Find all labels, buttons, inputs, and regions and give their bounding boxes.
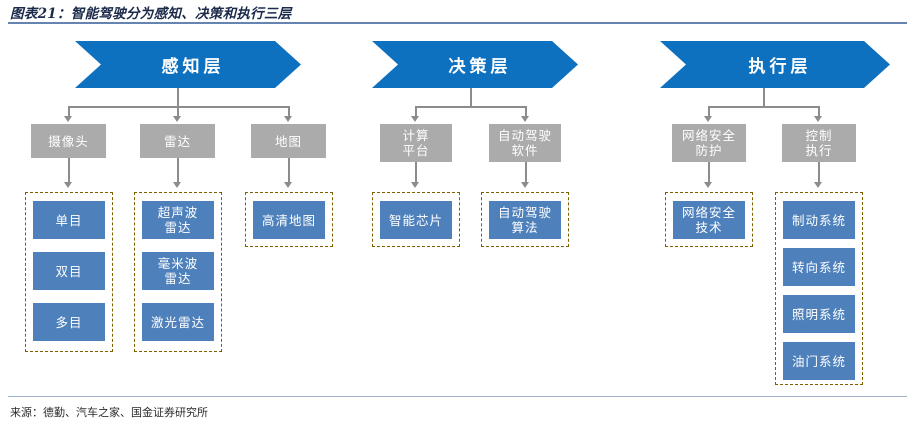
leaf-compute-0[interactable]: 智能芯片 xyxy=(380,201,452,239)
connector-drop-compute xyxy=(415,106,417,118)
node-network-security[interactable]: 网络安全防护 xyxy=(672,124,746,162)
node-compute-platform-label: 计算平台 xyxy=(402,128,430,158)
group-map-leaves xyxy=(245,192,333,247)
arrow-map xyxy=(284,116,293,122)
banner-decision-label: 决策层 xyxy=(448,57,512,77)
group-control-leaves xyxy=(775,192,863,385)
node-map-label: 地图 xyxy=(274,133,302,149)
connector-drop-netsec xyxy=(708,106,710,118)
connector-netsec-to-leaves xyxy=(708,162,710,184)
arrow-map-leaves xyxy=(284,182,293,188)
leaf-control-1-label: 转向系统 xyxy=(791,259,846,275)
leaf-netsec-0-label: 网络安全技术 xyxy=(681,205,736,235)
connector-camera-to-leaves xyxy=(68,158,70,184)
connector-drop-map xyxy=(288,106,290,118)
connector-adsoftware-to-leaves xyxy=(525,162,527,184)
connector-bus-decision xyxy=(415,106,525,108)
connector-radar-to-leaves xyxy=(177,158,179,184)
arrow-adsoftware-leaves xyxy=(521,182,530,188)
node-ad-software-label: 自动驾驶软件 xyxy=(497,128,552,158)
arrow-netsec xyxy=(704,116,713,122)
leaf-adsoftware-0-label: 自动驾驶算法 xyxy=(497,205,552,235)
leaf-control-2-label: 照明系统 xyxy=(791,306,846,322)
leaf-radar-1[interactable]: 毫米波雷达 xyxy=(142,252,214,290)
node-camera-label: 摄像头 xyxy=(48,133,89,149)
node-ad-software[interactable]: 自动驾驶软件 xyxy=(489,124,561,162)
footer-divider xyxy=(8,396,907,397)
group-adsoftware-leaves xyxy=(481,192,569,247)
leaf-map-0[interactable]: 高清地图 xyxy=(253,201,325,239)
group-camera-leaves xyxy=(25,192,113,352)
leaf-camera-2[interactable]: 多目 xyxy=(33,303,105,341)
group-netsec-leaves xyxy=(665,192,753,247)
leaf-camera-2-label: 多目 xyxy=(55,314,83,330)
arrow-control xyxy=(814,116,823,122)
connector-control-to-leaves xyxy=(818,162,820,184)
banner-decision[interactable]: 决策层 xyxy=(372,41,578,88)
connector-stem-decision xyxy=(470,88,472,107)
banner-execution[interactable]: 执行层 xyxy=(660,41,890,88)
connector-drop-camera xyxy=(68,106,70,118)
node-network-security-label: 网络安全防护 xyxy=(681,128,736,158)
connector-map-to-leaves xyxy=(288,158,290,184)
connector-stem-perception xyxy=(177,88,179,107)
leaf-control-0-label: 制动系统 xyxy=(791,212,846,228)
leaf-radar-0[interactable]: 超声波雷达 xyxy=(142,201,214,239)
leaf-camera-0-label: 单目 xyxy=(55,212,83,228)
leaf-camera-0[interactable]: 单目 xyxy=(33,201,105,239)
banner-execution-label: 执行层 xyxy=(748,57,812,77)
leaf-camera-1-label: 双目 xyxy=(55,263,83,279)
node-compute-platform[interactable]: 计算平台 xyxy=(380,124,452,162)
arrow-camera-leaves xyxy=(64,182,73,188)
connector-bus-execution xyxy=(708,106,818,108)
node-radar-label: 雷达 xyxy=(163,133,191,149)
node-camera[interactable]: 摄像头 xyxy=(31,124,106,158)
source-note: 来源：德勤、汽车之家、国金证券研究所 xyxy=(10,406,208,419)
leaf-camera-1[interactable]: 双目 xyxy=(33,252,105,290)
arrow-compute-leaves xyxy=(411,182,420,188)
leaf-control-3-label: 油门系统 xyxy=(791,353,846,369)
leaf-netsec-0[interactable]: 网络安全技术 xyxy=(673,201,745,239)
title-divider xyxy=(8,22,907,24)
leaf-map-0-label: 高清地图 xyxy=(261,212,316,228)
node-control-execution[interactable]: 控制执行 xyxy=(782,124,856,162)
leaf-control-2[interactable]: 照明系统 xyxy=(783,295,855,333)
leaf-compute-0-label: 智能芯片 xyxy=(388,212,443,228)
group-radar-leaves xyxy=(134,192,222,352)
figure-title: 图表21：智能驾驶分为感知、决策和执行三层 xyxy=(10,6,292,22)
leaf-adsoftware-0[interactable]: 自动驾驶算法 xyxy=(489,201,561,239)
leaf-radar-2[interactable]: 激光雷达 xyxy=(142,303,214,341)
leaf-radar-2-label: 激光雷达 xyxy=(150,314,205,330)
leaf-radar-1-label: 毫米波雷达 xyxy=(157,256,199,286)
arrow-camera xyxy=(64,116,73,122)
connector-compute-to-leaves xyxy=(415,162,417,184)
node-control-execution-label: 控制执行 xyxy=(805,128,833,158)
group-compute-leaves xyxy=(372,192,460,247)
arrow-control-leaves xyxy=(814,182,823,188)
leaf-control-0[interactable]: 制动系统 xyxy=(783,201,855,239)
node-map[interactable]: 地图 xyxy=(251,124,326,158)
node-radar[interactable]: 雷达 xyxy=(140,124,215,158)
arrow-compute xyxy=(411,116,420,122)
leaf-radar-0-label: 超声波雷达 xyxy=(157,205,199,235)
connector-stem-execution xyxy=(763,88,765,107)
leaf-control-1[interactable]: 转向系统 xyxy=(783,248,855,286)
arrow-netsec-leaves xyxy=(704,182,713,188)
arrow-radar-leaves xyxy=(173,182,182,188)
connector-drop-control xyxy=(818,106,820,118)
banner-perception-label: 感知层 xyxy=(161,57,225,77)
leaf-control-3[interactable]: 油门系统 xyxy=(783,342,855,380)
arrow-radar xyxy=(173,116,182,122)
banner-perception[interactable]: 感知层 xyxy=(75,41,301,88)
connector-drop-radar xyxy=(177,106,179,118)
connector-drop-adsoftware xyxy=(525,106,527,118)
arrow-adsoftware xyxy=(521,116,530,122)
